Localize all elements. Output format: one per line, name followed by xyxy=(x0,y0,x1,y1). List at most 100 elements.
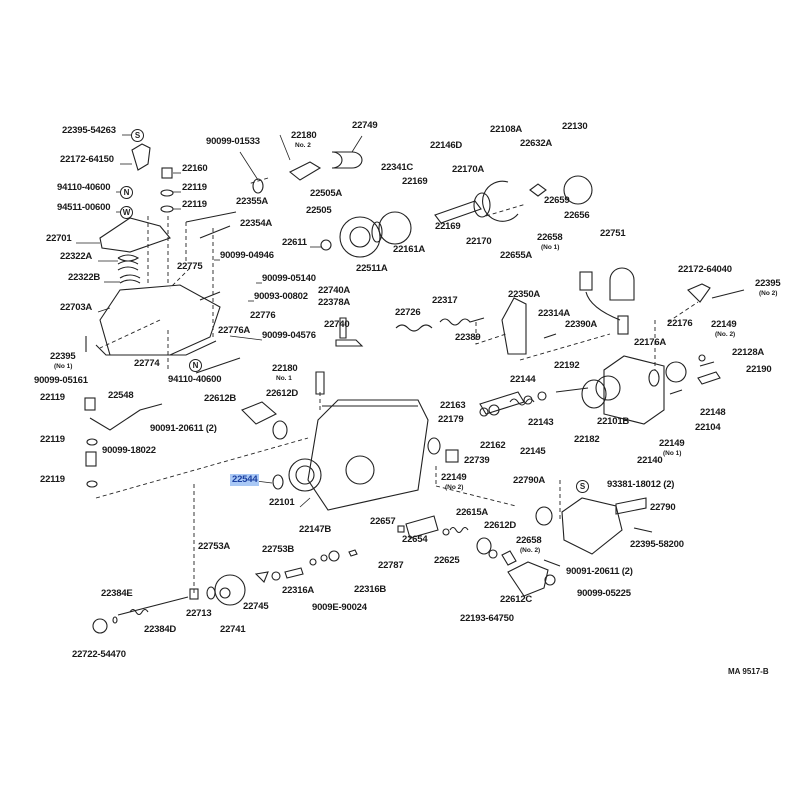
part-label[interactable]: 22740 xyxy=(324,319,350,330)
part-label[interactable]: 22611 xyxy=(282,237,307,248)
part-label[interactable]: 22341C xyxy=(381,162,414,173)
part-label[interactable]: 22745 xyxy=(243,601,269,612)
part-label[interactable]: 22774 xyxy=(134,358,160,369)
part-label[interactable]: 22776 xyxy=(250,310,276,321)
part-label[interactable]: 22612D xyxy=(266,388,299,399)
part-label[interactable]: 94110-40600 xyxy=(168,374,222,385)
part-label[interactable]: 22119 xyxy=(182,199,207,210)
part-label[interactable]: 22190 xyxy=(746,364,772,375)
part-label[interactable]: 22656 xyxy=(564,210,590,221)
part-label[interactable]: 22119 xyxy=(40,474,65,485)
part-label[interactable]: 22169 xyxy=(435,221,461,232)
part-label-highlighted[interactable]: 22544 xyxy=(230,474,260,486)
part-label[interactable]: 22176 xyxy=(667,318,693,329)
part-label[interactable]: 22612C xyxy=(500,594,533,605)
part-label[interactable]: 22355A xyxy=(236,196,269,207)
part-label[interactable]: 22163 xyxy=(440,400,466,411)
part-label[interactable]: 22740A xyxy=(318,285,351,296)
part-label[interactable]: 90093-00802 xyxy=(254,291,308,302)
part-label[interactable]: 22322B xyxy=(68,272,101,283)
part-label[interactable]: 22149 xyxy=(711,319,737,330)
part-label[interactable]: 22101 xyxy=(269,497,295,508)
part-label[interactable]: 22776A xyxy=(218,325,251,336)
part-label[interactable]: 93381-18012 (2) xyxy=(607,479,675,490)
part-label[interactable]: 22390A xyxy=(565,319,598,330)
part-label[interactable]: 22790A xyxy=(513,475,546,486)
part-label[interactable]: 22119 xyxy=(182,182,207,193)
part-label[interactable]: 22658 xyxy=(516,535,542,546)
part-label[interactable]: 22170 xyxy=(466,236,492,247)
part-label[interactable]: 22632A xyxy=(520,138,553,149)
part-label[interactable]: 22128A xyxy=(732,347,765,358)
part-label[interactable]: 22395 xyxy=(50,351,76,362)
part-label[interactable]: 22726 xyxy=(395,307,421,318)
part-label[interactable]: 90091-20611 (2) xyxy=(150,423,217,434)
part-label[interactable]: 22144 xyxy=(510,374,536,385)
part-label[interactable]: 22751 xyxy=(600,228,626,239)
part-label[interactable]: 90099-18022 xyxy=(102,445,156,456)
part-label[interactable]: 90099-01533 xyxy=(206,136,260,147)
part-label[interactable]: 22739 xyxy=(464,455,490,466)
part-label[interactable]: 22389 xyxy=(455,332,481,343)
part-label[interactable]: 22193-64750 xyxy=(460,613,514,624)
part-label[interactable]: 22701 xyxy=(46,233,72,244)
part-label[interactable]: 22354A xyxy=(240,218,273,229)
part-label[interactable]: 22101B xyxy=(597,416,630,427)
part-label[interactable]: 22615A xyxy=(456,507,489,518)
part-label[interactable]: 90099-05140 xyxy=(262,273,316,284)
part-label[interactable]: 22146D xyxy=(430,140,463,151)
part-label[interactable]: 22395-54263 xyxy=(62,125,116,136)
part-label[interactable]: 22658 xyxy=(537,232,563,243)
part-label[interactable]: 22160 xyxy=(182,163,208,174)
part-label[interactable]: 22384D xyxy=(144,624,177,635)
part-label[interactable]: 22104 xyxy=(695,422,721,433)
part-label[interactable]: 22548 xyxy=(108,390,134,401)
part-label[interactable]: 22162 xyxy=(480,440,506,451)
part-label[interactable]: 22182 xyxy=(574,434,600,445)
part-label[interactable]: 22119 xyxy=(40,392,65,403)
part-label[interactable]: 22655A xyxy=(500,250,533,261)
part-label[interactable]: 90099-05225 xyxy=(577,588,631,599)
part-label[interactable]: 22316A xyxy=(282,585,315,596)
part-label[interactable]: 90099-05161 xyxy=(34,375,88,386)
part-label[interactable]: 90099-04576 xyxy=(262,330,316,341)
part-label[interactable]: 22395-58200 xyxy=(630,539,684,550)
part-label[interactable]: 22659 xyxy=(544,195,570,206)
part-label[interactable]: 22180 xyxy=(272,363,298,374)
part-label[interactable]: 22130 xyxy=(562,121,588,132)
part-label[interactable]: 22722-54470 xyxy=(72,649,126,660)
part-label[interactable]: 22790 xyxy=(650,502,676,513)
part-label[interactable]: 22180 xyxy=(291,130,317,141)
part-label[interactable]: 94110-40600 xyxy=(57,182,111,193)
part-label[interactable]: 90099-04946 xyxy=(220,250,274,261)
part-label[interactable]: 9009E-90024 xyxy=(312,602,367,613)
part-label[interactable]: 22753B xyxy=(262,544,295,555)
part-label[interactable]: 22147B xyxy=(299,524,332,535)
part-label[interactable]: 22384E xyxy=(101,588,133,599)
part-label[interactable]: 90091-20611 (2) xyxy=(566,566,633,577)
part-label[interactable]: 22787 xyxy=(378,560,404,571)
part-label[interactable]: 22322A xyxy=(60,251,93,262)
part-label[interactable]: 22775 xyxy=(177,261,203,272)
part-label[interactable]: 22148 xyxy=(700,407,726,418)
part-label[interactable]: 22170A xyxy=(452,164,485,175)
part-label[interactable]: 22625 xyxy=(434,555,460,566)
part-label[interactable]: 22612B xyxy=(204,393,237,404)
part-label[interactable]: 94511-00600 xyxy=(57,202,111,213)
part-label[interactable]: 22713 xyxy=(186,608,212,619)
part-label[interactable]: 22119 xyxy=(40,434,65,445)
part-label[interactable]: 22314A xyxy=(538,308,571,319)
part-label[interactable]: 22108A xyxy=(490,124,523,135)
part-label[interactable]: 22149 xyxy=(441,472,467,483)
part-label[interactable]: 22749 xyxy=(352,120,378,131)
part-label[interactable]: 22741 xyxy=(220,624,246,635)
part-label[interactable]: 22350A xyxy=(508,289,541,300)
part-label[interactable]: 22612D xyxy=(484,520,517,531)
part-label[interactable]: 22179 xyxy=(438,414,464,425)
part-label[interactable]: 22149 xyxy=(659,438,685,449)
part-label[interactable]: 22317 xyxy=(432,295,458,306)
part-label[interactable]: 22316B xyxy=(354,584,387,595)
part-label[interactable]: 22703A xyxy=(60,302,93,313)
part-label[interactable]: 22145 xyxy=(520,446,546,457)
part-label[interactable]: 22654 xyxy=(402,534,428,545)
